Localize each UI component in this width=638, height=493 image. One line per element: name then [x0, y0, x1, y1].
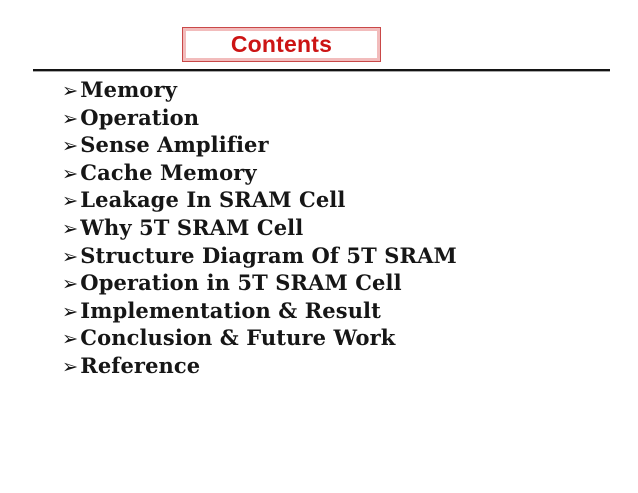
list-item-label: Implementation & Result	[80, 297, 381, 323]
list-item: ➢Structure Diagram Of 5T SRAM	[62, 243, 457, 271]
list-item-label: Conclusion & Future Work	[80, 325, 396, 351]
list-item: ➢Conclusion & Future Work	[62, 325, 457, 353]
arrow-bullet-icon: ➢	[62, 354, 79, 378]
title-box: Contents	[182, 27, 381, 62]
list-item: ➢Implementation & Result	[62, 298, 457, 326]
arrow-bullet-icon: ➢	[62, 299, 79, 323]
list-item: ➢Cache Memory	[62, 160, 457, 188]
arrow-bullet-icon: ➢	[62, 106, 79, 130]
list-item-label: Reference	[80, 352, 201, 378]
list-item: ➢Why 5T SRAM Cell	[62, 215, 457, 243]
list-item: ➢Reference	[62, 353, 457, 381]
arrow-bullet-icon: ➢	[62, 189, 79, 213]
page-title: Contents	[230, 31, 333, 57]
arrow-bullet-icon: ➢	[62, 79, 79, 102]
list-item: ➢Leakage In SRAM Cell	[62, 187, 457, 215]
arrow-bullet-icon: ➢	[62, 244, 79, 268]
list-item-label: Why 5T SRAM Cell	[80, 214, 304, 240]
list-item: ➢Operation in 5T SRAM Cell	[62, 270, 457, 298]
list-item-label: Structure Diagram Of 5T SRAM	[80, 242, 457, 268]
arrow-bullet-icon: ➢	[62, 161, 79, 185]
arrow-bullet-icon: ➢	[62, 272, 79, 296]
list-item-label: Sense Amplifier	[80, 132, 269, 158]
list-item-label: Memory	[80, 77, 177, 102]
arrow-bullet-icon: ➢	[62, 327, 79, 351]
list-item-label: Operation	[80, 104, 200, 130]
list-item-label: Leakage In SRAM Cell	[80, 187, 346, 213]
arrow-bullet-icon: ➢	[62, 134, 79, 158]
arrow-bullet-icon: ➢	[62, 216, 79, 240]
title-underline	[33, 69, 610, 72]
list-item: ➢Sense Amplifier	[62, 132, 457, 160]
list-item-label: Cache Memory	[80, 159, 257, 185]
list-item: ➢Operation	[62, 105, 457, 133]
list-item-label: Operation in 5T SRAM Cell	[80, 270, 402, 296]
list-item: ➢Memory	[62, 77, 457, 105]
contents-list: ➢Memory➢Operation➢Sense Amplifier➢Cache …	[62, 77, 457, 381]
